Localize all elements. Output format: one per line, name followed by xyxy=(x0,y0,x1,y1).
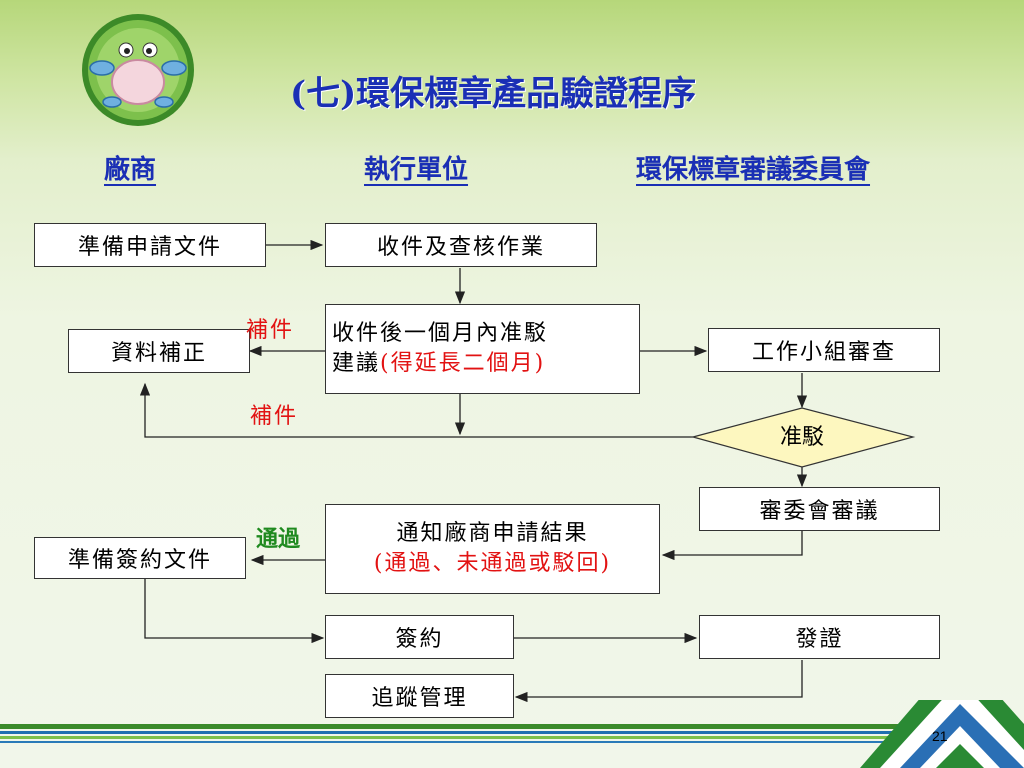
decision-line-2-prefix: 建議 xyxy=(332,351,381,376)
supplement-label-2: 補件 xyxy=(250,404,299,429)
decision-diamond xyxy=(690,407,916,468)
crab-logo-icon xyxy=(82,14,194,126)
decision-line-2: 建議(得延長二個月) xyxy=(332,349,545,379)
tracking-management-box: 追蹤管理 xyxy=(325,674,514,718)
arrow-issue-to-tracking xyxy=(514,660,803,703)
supplement-label-1: 補件 xyxy=(246,318,295,343)
working-group-review-box: 工作小組審查 xyxy=(708,328,940,372)
column-header-executing-unit: 執行單位 xyxy=(364,155,469,185)
pass-label: 通過 xyxy=(256,526,301,552)
arrow-committee-to-notify xyxy=(661,531,803,561)
arrow-diamond-supplement-to-correction xyxy=(139,382,693,438)
data-correction-box: 資料補正 xyxy=(68,329,250,373)
slide-title: (七)環保標章產品驗證程序 xyxy=(290,74,697,114)
approve-reject-label: 准駁 xyxy=(779,425,824,450)
decision-within-month-box: 收件後一個月內准駁 建議(得延長二個月) xyxy=(325,304,640,394)
footer-decoration xyxy=(0,700,1024,768)
notify-result-line-2: (通過、未通過或駁回) xyxy=(373,551,612,576)
prepare-contract-box: 準備簽約文件 xyxy=(34,537,246,579)
arrow-prepare-contract-to-sign xyxy=(144,579,325,644)
notify-result-box: 通知廠商申請結果 (通過、未通過或駁回) xyxy=(325,504,660,594)
extension-note: (得延長二個月) xyxy=(380,351,546,376)
mountain-logo-icon xyxy=(860,700,1024,768)
committee-review-box: 審委會審議 xyxy=(699,487,940,531)
page-number: 21 xyxy=(932,728,948,744)
receive-review-box: 收件及查核作業 xyxy=(325,223,597,267)
column-header-manufacturer: 廠商 xyxy=(104,155,157,185)
decision-line-1: 收件後一個月內准駁 xyxy=(332,321,549,346)
prepare-application-box: 準備申請文件 xyxy=(34,223,266,267)
column-header-committee: 環保標章審議委員會 xyxy=(636,155,871,185)
issue-certificate-box: 發證 xyxy=(699,615,940,659)
notify-result-line-1: 通知廠商申請結果 xyxy=(396,521,589,546)
sign-contract-box: 簽約 xyxy=(325,615,514,659)
